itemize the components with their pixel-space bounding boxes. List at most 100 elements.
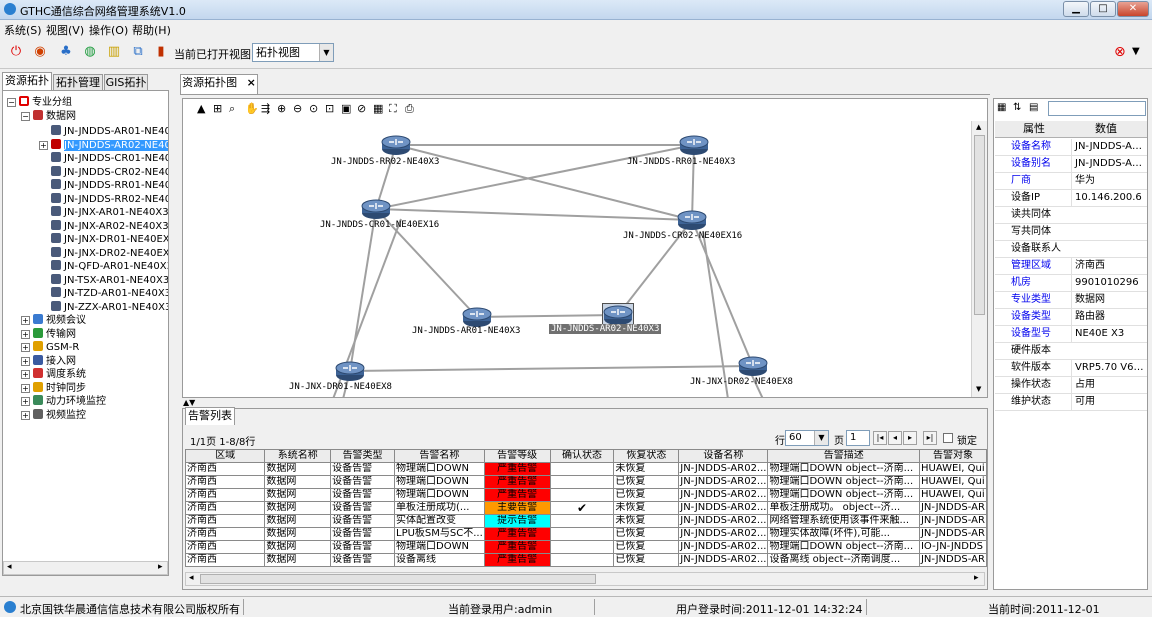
tree-device-item[interactable]: JN-JNX-AR02-NE40X3	[51, 219, 168, 233]
tree-device-item[interactable]: JN-QFD-AR01-NE40X3	[51, 260, 168, 273]
tab-topology-view[interactable]: 资源拓扑图 ×	[180, 74, 258, 94]
tab-gis-topology[interactable]: GIS拓扑	[104, 74, 148, 92]
zoom-fit-icon[interactable]: ⊙	[309, 102, 319, 115]
expand-toggle[interactable]: +	[21, 383, 30, 393]
topology-link[interactable]	[349, 365, 754, 372]
topology-link[interactable]	[476, 314, 619, 318]
tree-group-transmission[interactable]: 传输网	[33, 327, 76, 341]
prev-page-button[interactable]: ◂	[888, 431, 902, 445]
tab-close-icon[interactable]: ×	[246, 76, 256, 89]
expand-toggle[interactable]: +	[21, 410, 30, 420]
alarm-column-header[interactable]: 告警等级	[483, 449, 551, 463]
scroll-left-icon[interactable]: ◂	[189, 573, 194, 583]
alarm-column-header[interactable]: 告警名称	[394, 449, 485, 463]
alarm-column-header[interactable]: 告警描述	[767, 449, 920, 463]
collapse-toggle[interactable]: −	[7, 98, 16, 107]
zoom-out-icon[interactable]: ⊖	[293, 102, 303, 115]
tree-group-video-conference[interactable]: 视频会议	[33, 314, 86, 327]
layout-icon[interactable]: ⇶	[261, 102, 271, 115]
sound-icon[interactable]: ◉	[34, 44, 46, 59]
router-node-icon[interactable]	[677, 209, 707, 231]
tree-device-item[interactable]: JN-ZZX-AR01-NE40X3	[51, 300, 168, 314]
scroll-thumb[interactable]	[200, 574, 596, 584]
grid-icon[interactable]: ⊞	[213, 102, 223, 115]
sort-az-icon[interactable]: ⇅	[1013, 102, 1022, 113]
topology-link[interactable]	[375, 208, 478, 318]
tree-device-item[interactable]: JN-JNDDS-RR01-NE40X3	[51, 179, 168, 192]
frame-icon[interactable]: ▣	[341, 102, 352, 115]
topology-link[interactable]	[702, 230, 729, 398]
fullscreen-icon[interactable]: ⛶	[389, 102, 397, 115]
alarm-column-header[interactable]: 告警对象	[918, 449, 988, 463]
minimize-button[interactable]: ▁	[1063, 1, 1089, 17]
view-select[interactable]: 拓扑视图 ▼	[252, 43, 334, 62]
alarm-column-header[interactable]: 告警类型	[330, 449, 396, 463]
scroll-right-icon[interactable]: ▸	[158, 562, 163, 572]
tree-device-item[interactable]: JN-JNDDS-AR02-NE40X3	[51, 138, 168, 152]
collapse-toggle[interactable]: −	[21, 112, 30, 121]
select-icon[interactable]: ⊡	[325, 102, 335, 115]
router-node-icon[interactable]	[602, 303, 634, 327]
topology-link[interactable]	[375, 144, 695, 210]
menu-view[interactable]: 视图(V)	[46, 24, 85, 37]
tree-horizontal-scrollbar[interactable]: ◂ ▸	[3, 561, 168, 575]
tree-device-item[interactable]: JN-JNDDS-CR01-NE40EX1	[51, 152, 168, 165]
first-page-button[interactable]: |◂	[873, 431, 887, 445]
topology-link[interactable]	[349, 208, 377, 372]
overview-icon[interactable]: ▦	[373, 102, 384, 115]
expand-toggle[interactable]: +	[21, 316, 30, 325]
tree-device-item[interactable]: JN-JNDDS-RR02-NE40X3	[51, 192, 168, 206]
property-row[interactable]: 读共同体	[995, 207, 1147, 224]
scroll-left-icon[interactable]: ◂	[7, 562, 12, 572]
alarm-horizontal-scrollbar[interactable]: ◂ ▸	[185, 572, 985, 586]
property-row[interactable]: 写共同体	[995, 224, 1147, 241]
print-icon[interactable]: ⎙	[405, 102, 414, 115]
page-number-input[interactable]: 1	[846, 430, 870, 446]
close-button[interactable]: ✕	[1117, 1, 1149, 17]
property-row[interactable]: 管理区域济南西	[995, 258, 1147, 275]
scroll-down-icon[interactable]: ▼	[976, 385, 982, 393]
router-node-icon[interactable]	[335, 360, 365, 382]
tree-group-clock-sync[interactable]: 时钟同步	[33, 381, 86, 395]
tab-alarm-list[interactable]: 告警列表	[185, 407, 235, 425]
expand-toggle[interactable]: +	[21, 370, 30, 379]
menu-system[interactable]: 系统(S)	[4, 24, 42, 37]
expand-toggle[interactable]: +	[21, 343, 30, 352]
topology-link[interactable]	[375, 208, 693, 221]
topology-link[interactable]	[395, 144, 693, 221]
tree-root[interactable]: 专业分组	[19, 96, 72, 109]
alarm-column-header[interactable]: 系统名称	[264, 449, 332, 463]
router-node-icon[interactable]	[462, 306, 492, 328]
alert-menu-arrow-icon[interactable]: ▼	[1132, 46, 1140, 57]
rows-per-page-select[interactable]: 60 ▼	[785, 430, 829, 446]
topology-link[interactable]	[691, 219, 754, 367]
tree-group-video-monitor[interactable]: 视频监控	[33, 408, 86, 422]
scroll-up-icon[interactable]: ▲	[976, 123, 982, 131]
tree-group-gsm-r[interactable]: GSM-R	[33, 341, 79, 354]
zoom-in-icon[interactable]: ⊕	[277, 102, 287, 115]
router-node-icon[interactable]	[679, 134, 709, 156]
topology-vertical-scrollbar[interactable]: ▲ ▼	[971, 121, 987, 397]
router-node-icon[interactable]	[738, 355, 768, 377]
router-node-icon[interactable]	[361, 198, 391, 220]
tree-device-item[interactable]: JN-JNX-AR01-NE40X3	[51, 206, 168, 219]
tab-topology-management[interactable]: 拓扑管理	[53, 74, 103, 92]
expand-toggle[interactable]: +	[21, 329, 30, 339]
categorized-icon[interactable]: ▦	[997, 102, 1007, 113]
property-row[interactable]: 维护状态可用	[995, 394, 1147, 411]
expand-toggle[interactable]: +	[21, 397, 30, 406]
stats-icon[interactable]: ▮	[157, 44, 165, 59]
next-page-button[interactable]: ▸	[903, 431, 917, 445]
zoom-icon[interactable]: ⌕	[229, 102, 236, 115]
